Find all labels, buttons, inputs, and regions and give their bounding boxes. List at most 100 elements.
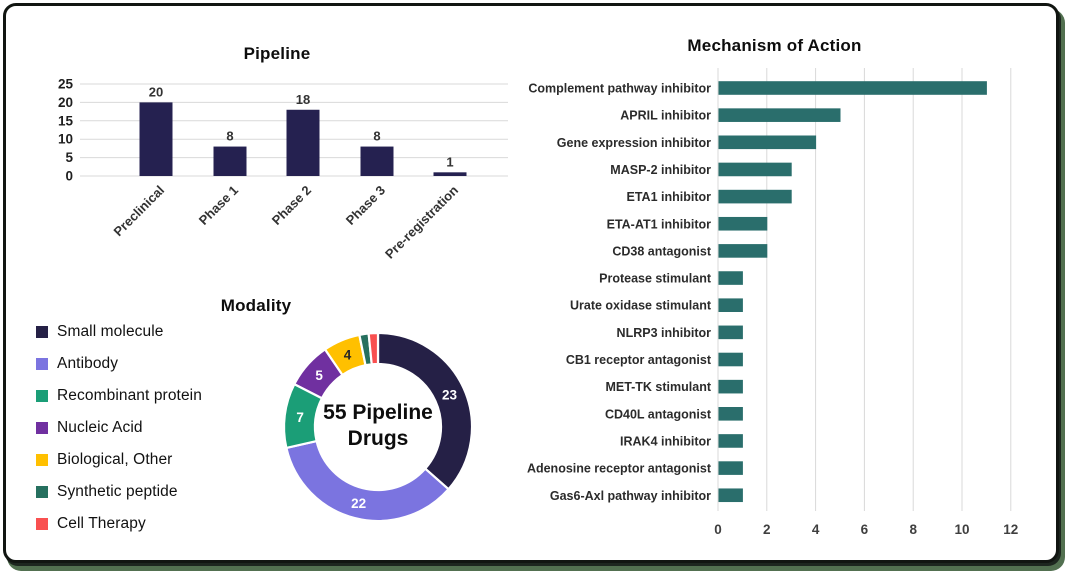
y-axis-tick-label: 15 [58, 113, 74, 128]
legend-item: Antibody [36, 354, 202, 374]
y-axis-category-label: APRIL inhibitor [620, 109, 711, 123]
x-axis-tick-label: 4 [812, 522, 820, 537]
y-axis-category-label: IRAK4 inhibitor [620, 434, 711, 448]
bar [718, 407, 743, 421]
y-axis-tick-label: 0 [65, 169, 73, 184]
bar [718, 189, 792, 204]
y-axis-category-label: Adenosine receptor antagonist [527, 462, 712, 476]
legend-label: Biological, Other [57, 451, 173, 468]
y-axis-category-label: Protease stimulant [599, 272, 712, 286]
bar [718, 271, 743, 285]
bar [718, 135, 817, 150]
bar [286, 109, 320, 176]
legend-item: Synthetic peptide [36, 482, 202, 502]
slice-value-label: 23 [442, 388, 458, 403]
slice-value-label: 22 [351, 496, 366, 511]
bar [718, 81, 987, 95]
y-axis-category-label: Complement pathway inhibitor [528, 82, 711, 96]
legend-swatch-icon [36, 422, 48, 434]
legend-item: Recombinant protein [36, 386, 202, 406]
x-axis-tick-label: 12 [1003, 522, 1018, 537]
bar-value-label: 18 [296, 92, 310, 107]
legend-label: Synthetic peptide [57, 483, 178, 500]
x-axis-tick-label: 0 [714, 522, 722, 537]
bar [718, 352, 743, 367]
x-axis-tick-label: 6 [861, 522, 869, 537]
legend-label: Cell Therapy [57, 515, 146, 532]
donut-slice [376, 331, 474, 491]
legend-swatch-icon [36, 326, 48, 338]
modality-chart-title: Modality [220, 296, 292, 315]
x-axis-category-label: Preclinical [111, 183, 168, 240]
legend-swatch-icon [36, 358, 48, 370]
legend-swatch-icon [36, 454, 48, 466]
y-axis-category-label: CD40L antagonist [605, 407, 712, 421]
legend-item: Biological, Other [36, 450, 202, 470]
x-axis-tick-label: 10 [954, 522, 969, 537]
bar-value-label: 20 [149, 84, 163, 99]
x-axis-category-label: Phase 3 [343, 183, 388, 228]
bar [718, 108, 841, 122]
bar [433, 172, 467, 176]
bar [139, 102, 173, 176]
legend-label: Nucleic Acid [57, 419, 143, 436]
y-axis-category-label: Gene expression inhibitor [557, 136, 711, 150]
y-axis-category-label: Gas6-Axl pathway inhibitor [550, 489, 711, 503]
y-axis-category-label: ETA1 inhibitor [627, 190, 712, 204]
x-axis-tick-label: 8 [909, 522, 917, 537]
slice-value-label: 5 [315, 368, 323, 383]
bar [718, 461, 743, 475]
slice-value-label: 7 [296, 410, 304, 425]
donut-slice [367, 331, 380, 366]
legend-swatch-icon [36, 390, 48, 402]
legend-swatch-icon [36, 486, 48, 498]
y-axis-category-label: MET-TK stimulant [605, 380, 711, 394]
legend-swatch-icon [36, 518, 48, 530]
bar [718, 325, 743, 340]
bar [718, 298, 743, 312]
x-axis-category-label: Phase 1 [196, 183, 241, 228]
bar-value-label: 8 [226, 129, 233, 144]
y-axis-category-label: CB1 receptor antagonist [566, 353, 712, 367]
bar [718, 216, 768, 231]
bar [718, 162, 792, 177]
pipeline-chart-title: Pipeline [243, 44, 311, 63]
mechanism-plot: 0 2 4 6 8 10 12 Complement pathway inhibitorAPR… [527, 68, 1018, 537]
bar [718, 379, 743, 394]
y-axis-tick-label: 25 [58, 77, 74, 92]
slice-value-label: 4 [344, 347, 352, 362]
bar [718, 434, 743, 448]
legend-item: Nucleic Acid [36, 418, 202, 438]
y-axis-category-label: MASP-2 inhibitor [610, 163, 711, 177]
bar [360, 146, 394, 176]
y-axis-tick-label: 5 [65, 150, 73, 165]
bar [718, 488, 743, 503]
bar [213, 146, 247, 176]
mechanism-chart: Mechanism of Action 0 2 4 6 8 10 12 Complement … [502, 22, 1062, 567]
y-axis-tick-label: 10 [58, 132, 73, 147]
mechanism-chart-title: Mechanism of Action [687, 36, 862, 55]
y-axis-category-label: Urate oxidase stimulant [570, 299, 712, 313]
legend-label: Antibody [57, 355, 119, 372]
legend-item: Small molecule [36, 322, 202, 342]
y-axis-tick-label: 20 [58, 95, 73, 110]
bar [718, 244, 768, 258]
donut-slice [285, 439, 450, 523]
legend-label: Small molecule [57, 323, 164, 340]
legend-item: Cell Therapy [36, 514, 202, 534]
x-axis-category-label: Phase 2 [269, 183, 314, 228]
y-axis-category-label: ETA-AT1 inhibitor [607, 217, 712, 231]
x-axis-tick-label: 2 [763, 522, 771, 537]
legend-label: Recombinant protein [57, 387, 202, 404]
bar-value-label: 1 [446, 154, 453, 169]
y-axis-category-label: NLRP3 inhibitor [617, 326, 712, 340]
bar-value-label: 8 [373, 129, 380, 144]
y-axis-category-label: CD38 antagonist [612, 244, 711, 258]
x-axis-category-label: Pre-registration [382, 182, 461, 261]
